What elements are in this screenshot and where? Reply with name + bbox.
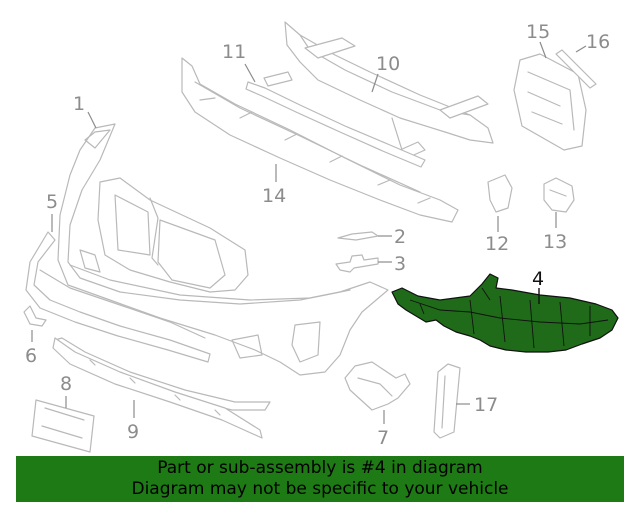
leader-lines (31, 41, 587, 424)
callout-2: 2 (394, 226, 406, 248)
part-9-lower-trim (52, 337, 271, 439)
callout-11: 11 (222, 41, 246, 63)
callout-10: 10 (376, 53, 400, 75)
banner-line-part-number: Part or sub-assembly is #4 in diagram (157, 458, 483, 478)
part-13-mount (543, 177, 575, 213)
part-2-clip (337, 231, 379, 241)
callout-15: 15 (526, 21, 550, 43)
part-12-bracket (487, 174, 513, 213)
part-7-side-bracket (344, 361, 411, 411)
banner-line-disclaimer: Diagram may not be specific to your vehi… (131, 479, 509, 499)
part-1-bumper-cover (57, 123, 389, 376)
callout-12: 12 (485, 233, 509, 255)
part-10-upper-reinforcement (284, 21, 494, 159)
part-11-bar (245, 71, 426, 168)
callout-9: 9 (127, 421, 139, 443)
part-17-reflector (433, 363, 461, 439)
callout-16: 16 (586, 31, 610, 53)
part-5-lower-cover (25, 231, 211, 363)
part-6-bracket (23, 305, 47, 327)
part-8-license-bracket (31, 399, 95, 453)
callout-17: 17 (474, 394, 498, 416)
part-14-impact-absorber (181, 57, 459, 223)
callout-14: 14 (262, 185, 286, 207)
callout-5: 5 (46, 191, 58, 213)
part-3-clip (335, 254, 379, 273)
callout-8: 8 (60, 373, 72, 395)
part-4-carrier-highlighted (391, 273, 619, 353)
part-16-strip (555, 49, 597, 89)
callout-13: 13 (543, 231, 567, 253)
callout-7: 7 (377, 427, 389, 449)
callout-4: 4 (532, 268, 544, 290)
part-15-module (513, 53, 587, 151)
callout-3: 3 (394, 253, 406, 275)
callout-1: 1 (73, 93, 85, 115)
callout-6: 6 (25, 345, 37, 367)
fitment-notice-banner: Part or sub-assembly is #4 in diagram Di… (16, 456, 624, 502)
